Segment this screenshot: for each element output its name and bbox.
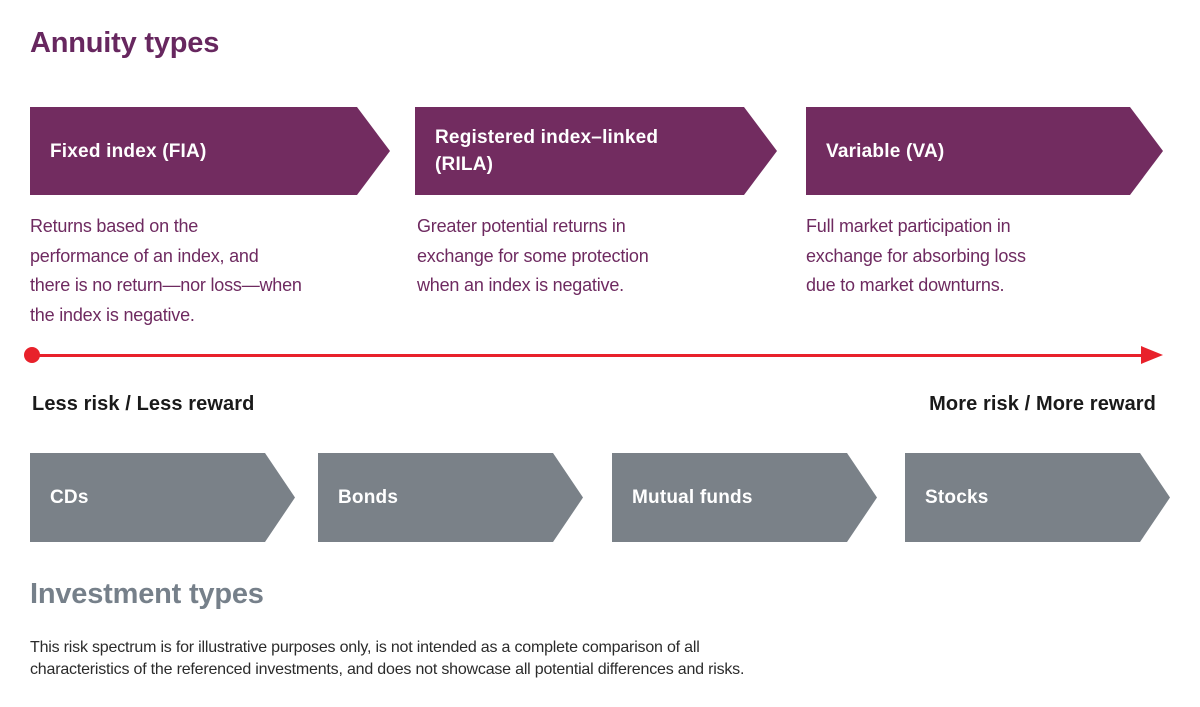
annuity-arrow-label: Variable (VA) (826, 140, 945, 162)
investment-arrow-label: CDs (50, 487, 89, 508)
investment-types-title: Investment types (30, 578, 264, 610)
investment-arrow-stocks: Stocks (905, 453, 1170, 542)
spectrum-line (32, 353, 1144, 357)
annuity-arrow-registered-index-linked: Registered index–linked (RILA) (415, 107, 777, 195)
annuity-arrow-label: Fixed index (FIA) (50, 140, 207, 162)
investment-arrow-bonds: Bonds (318, 453, 583, 542)
spectrum-start-dot-icon (24, 347, 40, 363)
investment-arrow-label: Bonds (338, 487, 399, 508)
less-risk-label: Less risk / Less reward (32, 393, 255, 415)
annuity-arrow-variable: Variable (VA) (806, 107, 1163, 195)
annuity-description-va: Full market participation in exchange fo… (806, 216, 1026, 295)
annuity-description-fia: Returns based on the performance of an i… (30, 216, 302, 325)
annuity-arrow-label: Registered index–linked (RILA) (435, 127, 659, 175)
spectrum-arrowhead-icon (1141, 346, 1163, 364)
annuity-description-rila: Greater potential returns in exchange fo… (417, 216, 649, 295)
annuity-types-title: Annuity types (30, 27, 220, 59)
investment-arrow-cds: CDs (30, 453, 295, 542)
investment-arrow-mutual-funds: Mutual funds (612, 453, 877, 542)
investment-arrow-label: Mutual funds (632, 487, 753, 508)
annuity-arrow-fixed-index: Fixed index (FIA) (30, 107, 390, 195)
disclaimer-text: This risk spectrum is for illustrative p… (30, 639, 745, 678)
more-risk-label: More risk / More reward (929, 393, 1156, 415)
investment-arrow-label: Stocks (925, 487, 989, 508)
